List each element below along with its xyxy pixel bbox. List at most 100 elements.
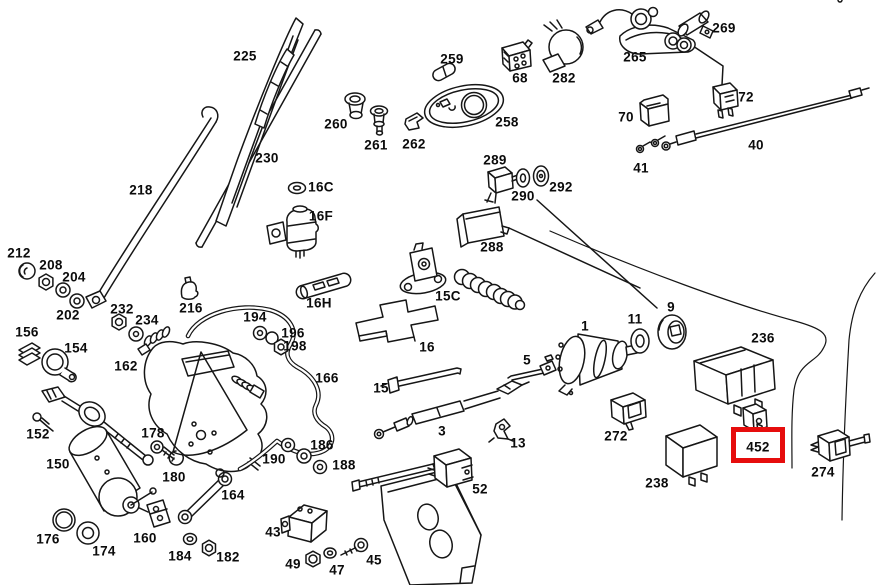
part-label-164[interactable]: 164 bbox=[221, 487, 245, 503]
part-drawing-260 bbox=[344, 92, 366, 120]
part-label-184[interactable]: 184 bbox=[168, 548, 192, 564]
part-label-174[interactable]: 174 bbox=[92, 543, 116, 559]
part-label-196[interactable]: 196 bbox=[281, 325, 305, 341]
part-label-52[interactable]: 52 bbox=[472, 481, 488, 497]
part-label-3[interactable]: 3 bbox=[438, 423, 446, 439]
part-drawing-190-186-188 bbox=[280, 437, 328, 475]
part-drawing-232 bbox=[111, 313, 127, 331]
part-drawing-16C bbox=[287, 181, 307, 195]
part-label-194[interactable]: 194 bbox=[243, 309, 267, 325]
part-drawing-234 bbox=[128, 326, 144, 342]
part-label-186[interactable]: 186 bbox=[310, 437, 334, 453]
part-drawing-49 bbox=[305, 550, 321, 568]
part-drawing-202 bbox=[69, 293, 85, 309]
part-drawing-178 bbox=[150, 440, 175, 462]
part-drawing-43 bbox=[280, 504, 328, 543]
part-label-238[interactable]: 238 bbox=[645, 475, 669, 491]
part-drawing-216 bbox=[180, 276, 199, 300]
part-drawing-259 bbox=[432, 62, 456, 82]
part-drawing-40 bbox=[661, 87, 870, 151]
part-label-234[interactable]: 234 bbox=[135, 312, 159, 328]
part-drawing-269 bbox=[677, 10, 714, 39]
part-label-452[interactable]: 452 bbox=[746, 439, 770, 455]
part-drawing-3 bbox=[373, 380, 530, 440]
part-drawing-162 bbox=[137, 326, 268, 473]
part-label-180[interactable]: 180 bbox=[162, 469, 186, 485]
part-label-162[interactable]: 162 bbox=[114, 358, 138, 374]
part-label-47[interactable]: 47 bbox=[329, 562, 345, 578]
part-label-218[interactable]: 218 bbox=[129, 182, 153, 198]
part-drawing-272 bbox=[610, 392, 647, 431]
part-label-176[interactable]: 176 bbox=[36, 531, 60, 547]
part-label-160[interactable]: 160 bbox=[133, 530, 157, 546]
part-label-40[interactable]: 40 bbox=[748, 137, 764, 153]
part-label-202[interactable]: 202 bbox=[56, 307, 80, 323]
part-label-166[interactable]: 166 bbox=[315, 370, 339, 386]
part-label-262[interactable]: 262 bbox=[402, 136, 426, 152]
part-label-225[interactable]: 225 bbox=[233, 48, 257, 64]
part-label-292[interactable]: 292 bbox=[549, 179, 573, 195]
part-label-216[interactable]: 216 bbox=[179, 300, 203, 316]
part-label-16[interactable]: 16 bbox=[419, 339, 435, 355]
part-label-45[interactable]: 45 bbox=[366, 552, 382, 568]
part-drawing-68 bbox=[501, 39, 533, 72]
part-label-9[interactable]: 9 bbox=[667, 299, 675, 315]
part-label-15C[interactable]: 15C bbox=[435, 288, 461, 304]
part-drawing-225 bbox=[215, 17, 304, 227]
part-drawing-160 bbox=[146, 499, 171, 528]
part-label-290[interactable]: 290 bbox=[511, 188, 535, 204]
part-label-182[interactable]: 182 bbox=[216, 549, 240, 565]
part-drawing-212 bbox=[18, 262, 36, 280]
part-label-5[interactable]: 5 bbox=[523, 352, 531, 368]
part-label-68[interactable]: 68 bbox=[512, 70, 528, 86]
part-drawing-265 bbox=[585, 6, 696, 55]
part-label-11[interactable]: 11 bbox=[627, 311, 643, 327]
part-label-204[interactable]: 204 bbox=[62, 269, 86, 285]
part-label-260[interactable]: 260 bbox=[324, 116, 348, 132]
part-label-272[interactable]: 272 bbox=[604, 428, 628, 444]
part-label-152[interactable]: 152 bbox=[26, 426, 50, 442]
part-drawing-208 bbox=[38, 273, 54, 291]
part-label-15[interactable]: 15 bbox=[373, 380, 389, 396]
part-label-13[interactable]: 13 bbox=[510, 435, 526, 451]
part-label-190[interactable]: 190 bbox=[262, 451, 286, 467]
part-label-232[interactable]: 232 bbox=[110, 301, 134, 317]
part-label-212[interactable]: 212 bbox=[7, 245, 31, 261]
part-label-43[interactable]: 43 bbox=[265, 524, 281, 540]
part-label-16F[interactable]: 16F bbox=[308, 208, 334, 224]
part-label-236[interactable]: 236 bbox=[751, 330, 775, 346]
part-label-70[interactable]: 70 bbox=[618, 109, 634, 125]
part-label-258[interactable]: 258 bbox=[495, 114, 519, 130]
part-label-41[interactable]: 41 bbox=[633, 160, 649, 176]
part-label-49[interactable]: 49 bbox=[285, 556, 301, 572]
part-label-16C[interactable]: 16C bbox=[308, 179, 334, 195]
part-label-188[interactable]: 188 bbox=[332, 457, 356, 473]
part-label-16H[interactable]: 16H bbox=[306, 295, 332, 311]
part-label-178[interactable]: 178 bbox=[141, 425, 165, 441]
part-label-282[interactable]: 282 bbox=[552, 70, 576, 86]
part-label-208[interactable]: 208 bbox=[39, 257, 63, 273]
part-label-198[interactable]: 198 bbox=[283, 338, 307, 354]
part-drawing-16H bbox=[295, 272, 352, 300]
part-label-274[interactable]: 274 bbox=[811, 464, 835, 480]
part-drawing-154 bbox=[41, 348, 77, 383]
part-label-230[interactable]: 230 bbox=[255, 150, 279, 166]
part-drawing-45 bbox=[340, 537, 369, 556]
part-label-288[interactable]: 288 bbox=[480, 239, 504, 255]
part-drawing-184 bbox=[182, 532, 198, 546]
part-label-261[interactable]: 261 bbox=[364, 137, 388, 153]
part-label-259[interactable]: 259 bbox=[440, 51, 464, 67]
part-label-1[interactable]: 1 bbox=[581, 318, 589, 334]
part-label-265[interactable]: 265 bbox=[623, 49, 647, 65]
part-drawing-16 bbox=[355, 299, 439, 343]
part-label-72[interactable]: 72 bbox=[738, 89, 754, 105]
highlight-box-452 bbox=[731, 427, 785, 463]
part-label-269[interactable]: 269 bbox=[712, 20, 736, 36]
part-label-156[interactable]: 156 bbox=[15, 324, 39, 340]
part-label-289[interactable]: 289 bbox=[483, 152, 507, 168]
part-label-154[interactable]: 154 bbox=[64, 340, 88, 356]
part-label-150[interactable]: 150 bbox=[46, 456, 70, 472]
part-drawing-152 bbox=[32, 412, 54, 432]
part-drawing-258 bbox=[423, 83, 505, 129]
part-drawing-47 bbox=[323, 547, 337, 559]
